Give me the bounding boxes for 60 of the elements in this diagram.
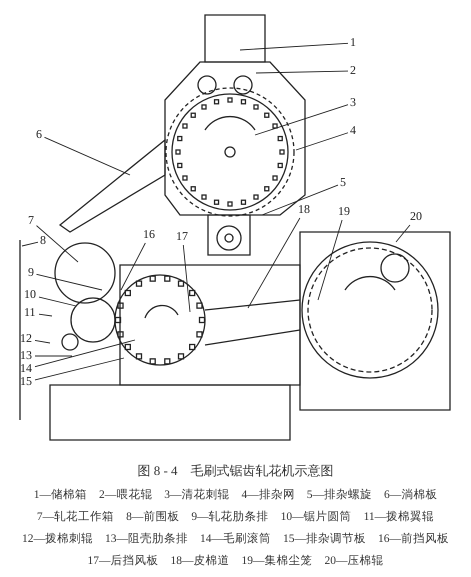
callout-number: 4 [350,124,356,137]
legend-entry: 2—喂花辊 [99,489,152,501]
legend-entry: 1—储棉箱 [34,489,87,501]
legend-entry: 18—皮棉道 [170,555,230,567]
leader-line [182,244,190,312]
legend-entry: 11—拨棉翼辊 [364,511,434,523]
legend-entry: 4—排杂网 [242,489,295,501]
callout-number: 15 [20,375,32,388]
callout-number: 13 [20,349,32,362]
leader-line [22,242,38,246]
leader-line [248,218,300,308]
legend-entry: 6—淌棉板 [384,489,438,501]
leader-line [256,70,348,74]
leader-line [396,224,410,242]
callout-number: 2 [350,64,356,77]
leader-line [296,132,348,150]
callout-number: 20 [410,210,422,223]
legend-entry: 3—清花刺辊 [164,489,230,501]
leader-line [36,274,102,290]
legend-entry: 13—阻壳肋条排 [105,533,188,545]
callout-number: 12 [20,332,32,345]
leader-line [38,296,76,306]
callout-number: 5 [340,176,346,189]
leader-line [240,42,348,50]
callout-number: 18 [298,203,310,216]
legend-entry: 8—前围板 [126,511,180,523]
legend-entry: 15—排杂调节板 [283,533,366,545]
legend-entry: 5—排杂螺旋 [306,489,372,501]
legend-entry: 7—轧花工作箱 [36,511,114,523]
legend-entry: 17—后挡风板 [88,555,158,567]
leader-line [262,184,338,216]
legend-entry: 16—前挡风板 [378,533,449,545]
legend-entry: 10—锯片圆筒 [280,511,352,523]
leader-line [34,340,50,344]
callout-number: 11 [24,306,36,319]
callout-number: 9 [28,266,34,279]
legend-entry: 19—集棉尘笼 [242,555,312,567]
legend-entry: 20—压棉辊 [324,555,384,567]
callout-number: 7 [28,214,34,227]
callout-number: 14 [20,362,32,375]
leader-line [34,358,124,380]
leader-line [44,136,130,176]
leader-line [254,104,348,136]
legend-entry: 9—轧花肋条排 [191,511,269,523]
figure-caption: 图 8 - 4 毛刷式锯齿轧花机示意图 [136,462,335,480]
callout-number: 8 [40,234,46,247]
callout-number: 17 [176,230,188,243]
leader-line [38,314,52,316]
leader-line [318,220,343,300]
callout-number: 16 [143,228,155,241]
legend-entry: 14—毛刷滚筒 [200,533,271,545]
callout-number: 1 [350,36,356,49]
legend-entry: 12—拨棉刺辊 [22,533,93,545]
callout-number: 6 [36,128,42,141]
callout-number: 19 [338,205,350,218]
leader-line [120,242,146,290]
callout-number: 3 [350,96,356,109]
callout-number: 10 [24,288,36,301]
leader-line [34,340,136,368]
leader-line [36,225,78,262]
